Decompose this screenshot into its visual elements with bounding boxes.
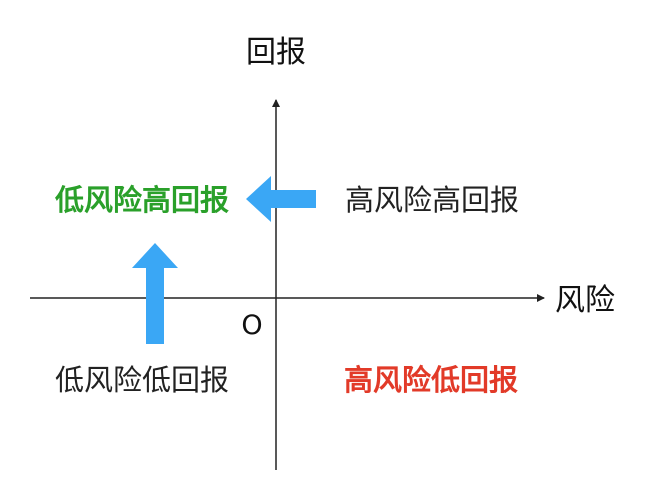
quadrant-top-right-label: 高风险高回报 — [345, 183, 519, 217]
origin-label: O — [241, 310, 262, 341]
quadrant-top-left-label: 低风险高回报 — [54, 183, 229, 217]
up-arrow-icon — [132, 243, 178, 344]
quadrant-bottom-right-label: 高风险低回报 — [344, 363, 518, 397]
quadrant-bottom-left-label: 低风险低回报 — [55, 363, 229, 397]
y-axis-title: 回报 — [246, 35, 306, 70]
x-axis-title: 风险 — [555, 283, 615, 318]
left-arrow-icon — [246, 176, 316, 222]
